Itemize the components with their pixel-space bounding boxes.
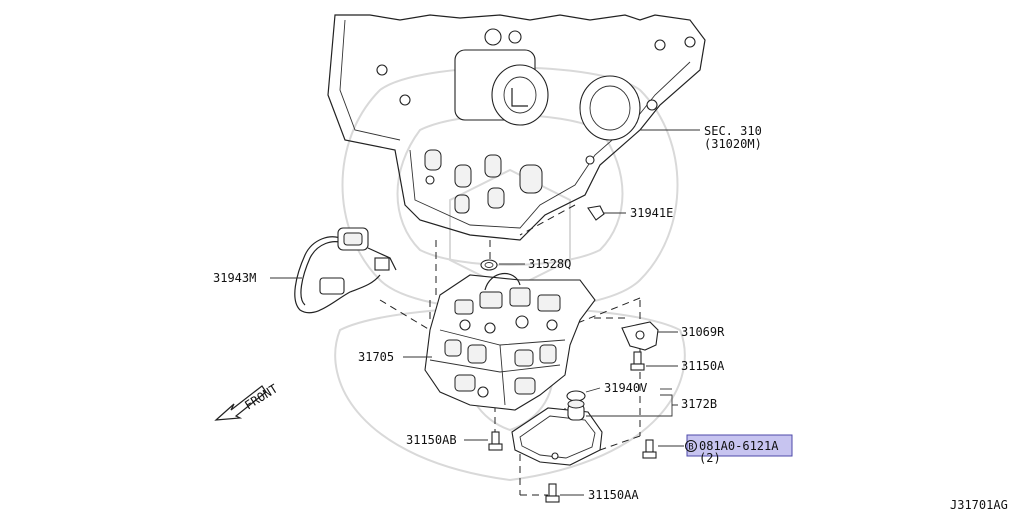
bolt-31150aa [545,483,560,503]
strainer-3172b [511,399,603,466]
label-3172b[interactable]: 3172B [681,397,717,411]
bolt-marker-letter: B [688,443,693,453]
transmission-case [327,14,706,241]
clip-31941e [587,205,605,221]
label-31150a[interactable]: 31150A [681,359,725,373]
label-31528q[interactable]: 31528Q [528,257,571,271]
label-31941e[interactable]: 31941E [630,206,673,220]
label-31069r[interactable]: 31069R [681,325,725,339]
label-sec-310[interactable]: SEC. 310 [704,124,762,138]
leader-3172b [586,394,678,417]
bolt-31150ab [488,431,503,451]
label-31150aa[interactable]: 31150AA [588,488,639,502]
control-valve-31705 [424,273,596,411]
label-sec-310-sub[interactable]: (31020M) [704,137,762,151]
harness-31943m [294,227,397,314]
drawing-code: J31701AG [950,498,1008,511]
label-bolt-code[interactable]: 081A0-6121A [699,439,779,453]
label-31943m[interactable]: 31943M [213,271,256,285]
label-31150ab[interactable]: 31150AB [406,433,457,447]
front-direction-arrow: FRONT [214,382,280,421]
leader-31940v [585,387,601,393]
highlight-bolt-code[interactable] [686,434,793,457]
label-31940v[interactable]: 31940V [604,381,647,395]
label-31705[interactable]: 31705 [358,350,394,364]
bolt-31150a [630,351,645,371]
bolt-marker-circle [685,440,697,452]
bolt-081a0 [642,439,657,459]
label-bolt-qty: (2) [699,451,721,465]
o-ring-31528q [480,259,498,271]
